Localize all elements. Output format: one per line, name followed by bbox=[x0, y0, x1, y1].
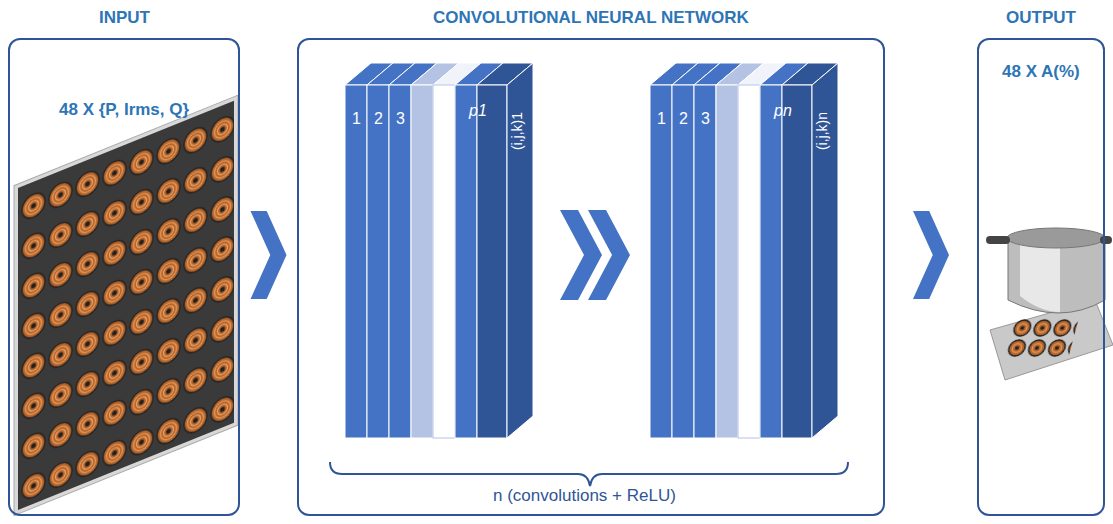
layer-label: 3 bbox=[701, 110, 710, 128]
layer-label: 1 bbox=[352, 110, 361, 128]
double-chevron bbox=[560, 210, 630, 300]
panel-box: INPUT48 X {P, Irms, Q} bbox=[8, 38, 240, 516]
layer-label: 1 bbox=[657, 110, 666, 128]
panel-text: 48 X {P, Irms, Q} bbox=[59, 100, 189, 120]
layer-label: (i,j,k)1 bbox=[509, 112, 525, 150]
panel-text: n (convolutions + ReLU) bbox=[493, 486, 676, 506]
layer-label: 2 bbox=[374, 110, 383, 128]
chevron-arrow bbox=[913, 211, 949, 299]
coil-array bbox=[14, 95, 238, 516]
layer-label: 2 bbox=[679, 110, 688, 128]
panel-box: CONVOLUTIONAL NEURAL NETWORKn (convoluti… bbox=[297, 38, 885, 516]
layer-label: 3 bbox=[396, 110, 405, 128]
panel-heading: OUTPUT bbox=[1006, 8, 1076, 28]
panel-box: OUTPUT48 X A(%) bbox=[977, 38, 1105, 516]
layer-label: p1 bbox=[469, 102, 487, 120]
layer-label: pn bbox=[774, 102, 792, 120]
panel-text: 48 X A(%) bbox=[1002, 62, 1080, 82]
layer-label: (i,j,k)n bbox=[814, 112, 830, 150]
bracket bbox=[330, 462, 848, 486]
pot-illustration bbox=[986, 228, 1113, 380]
panel-heading: CONVOLUTIONAL NEURAL NETWORK bbox=[433, 8, 749, 28]
chevron-arrow bbox=[251, 211, 287, 299]
panel-heading: INPUT bbox=[99, 8, 150, 28]
layer-stacks bbox=[345, 63, 838, 438]
